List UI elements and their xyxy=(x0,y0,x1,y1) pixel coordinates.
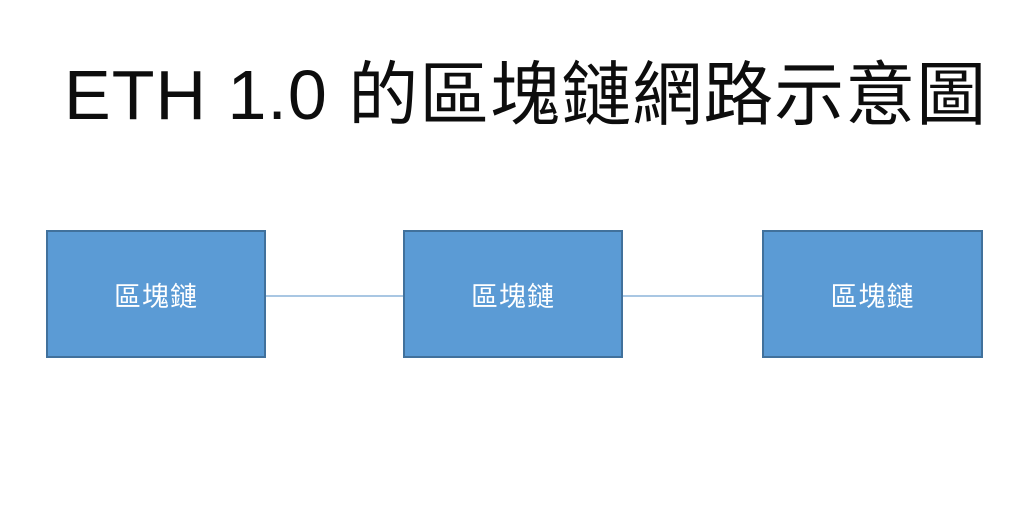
connector-line-1 xyxy=(266,295,403,297)
blockchain-node-1: 區塊鏈 xyxy=(46,230,266,358)
blockchain-node-2: 區塊鏈 xyxy=(403,230,623,358)
connector-line-2 xyxy=(623,295,762,297)
blockchain-node-label: 區塊鏈 xyxy=(471,281,555,312)
blockchain-node-label: 區塊鏈 xyxy=(114,281,198,312)
blockchain-node-3: 區塊鏈 xyxy=(762,230,983,358)
page-title: ETH 1.0 的區塊鏈網路示意圖 xyxy=(64,56,988,134)
blockchain-node-label: 區塊鏈 xyxy=(830,281,915,312)
